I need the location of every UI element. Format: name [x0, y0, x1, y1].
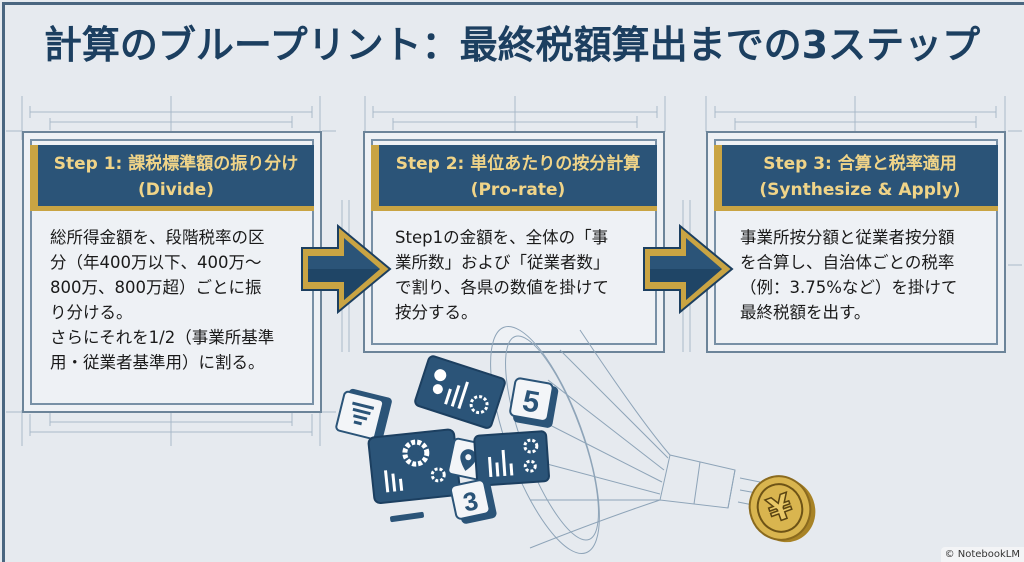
step-1-title: Step 1: 課税標準額の振り分け: [53, 154, 299, 174]
page-title: 計算のブループリント：最終税額算出までの3ステップ: [43, 23, 981, 67]
step-3-description: 事業所按分額と従業者按分額 を合算し、自治体ごとの税率 （例：3.75%など）を…: [740, 225, 988, 325]
step-2-line: 業所数」および「従業者数」: [395, 253, 610, 272]
yen-coin-icon: ¥: [748, 475, 816, 543]
block-number-5: 5: [520, 384, 542, 419]
chart-gears-block-icon: [473, 430, 550, 487]
step-1-subtitle: (Divide): [137, 180, 215, 200]
step-1-header: Step 1: 課税標準額の振り分け (Divide): [30, 145, 314, 211]
watermark: © NotebookLM: [940, 547, 1024, 562]
step-1-description: 総所得金額を、段階税率の区 分（年400万以下、400万～ 800万、800万超…: [50, 225, 304, 375]
step-3-line: （例：3.75%など）を掛けて: [740, 278, 958, 297]
step-1-card: Step 1: 課税標準額の振り分け (Divide) 総所得金額を、段階税率の…: [22, 131, 322, 413]
step-1-line: 800万、800万超）ごとに振: [50, 278, 262, 297]
step-3-line: 事業所按分額と従業者按分額: [740, 228, 955, 247]
document-block-icon: [335, 388, 392, 440]
step-2-subtitle: (Pro-rate): [470, 180, 566, 200]
step-3-title: Step 3: 合算と税率適用: [763, 154, 957, 174]
block-number-3: 3: [460, 485, 480, 517]
step-3-card: Step 3: 合算と税率適用 (Synthesize & Apply) 事業所…: [706, 131, 1006, 353]
number-3-block-icon: 3: [449, 479, 497, 524]
step-2-description: Step1の金額を、全体の「事 業所数」および「従業者数」 で割り、各県の数値を…: [395, 225, 647, 325]
block-fragment: [390, 511, 424, 523]
step-2-line: で割り、各県の数値を掛けて: [395, 278, 609, 297]
number-5-block-icon: 5: [509, 377, 559, 428]
step-1-line: 用・従業者基準用）に割る。: [50, 353, 265, 372]
step-3-subtitle: (Synthesize & Apply): [759, 180, 961, 200]
step-3-line: 最終税額を出す。: [740, 303, 871, 322]
step-1-line: り分ける。: [50, 303, 133, 322]
step-2-card-border: [371, 139, 657, 345]
step-1-line: 総所得金額を、段階税率の区: [50, 228, 265, 247]
arrow-right-icon: [643, 223, 734, 315]
step-3-header: Step 3: 合算と税率適用 (Synthesize & Apply): [714, 145, 998, 211]
gear-chart-block-icon: [367, 428, 461, 505]
step-2-line: Step1の金額を、全体の「事: [395, 228, 609, 247]
step-3-line: を合算し、自治体ごとの税率: [740, 253, 955, 272]
step-1-line: 分（年400万以下、400万～: [50, 253, 262, 272]
step-2-line: 按分する。: [395, 303, 478, 322]
arrow-right-icon: [301, 223, 392, 315]
step-2-title: Step 2: 単位あたりの按分計算: [395, 154, 641, 174]
step-2-card: Step 2: 単位あたりの按分計算 (Pro-rate) Step1の金額を、…: [363, 131, 665, 353]
chart-gear-block-icon: [414, 355, 506, 429]
step-1-line: さらにそれを1/2（事業所基準: [50, 328, 275, 347]
step-2-header: Step 2: 単位あたりの按分計算 (Pro-rate): [371, 145, 657, 211]
step-3-card-border: [714, 139, 998, 345]
